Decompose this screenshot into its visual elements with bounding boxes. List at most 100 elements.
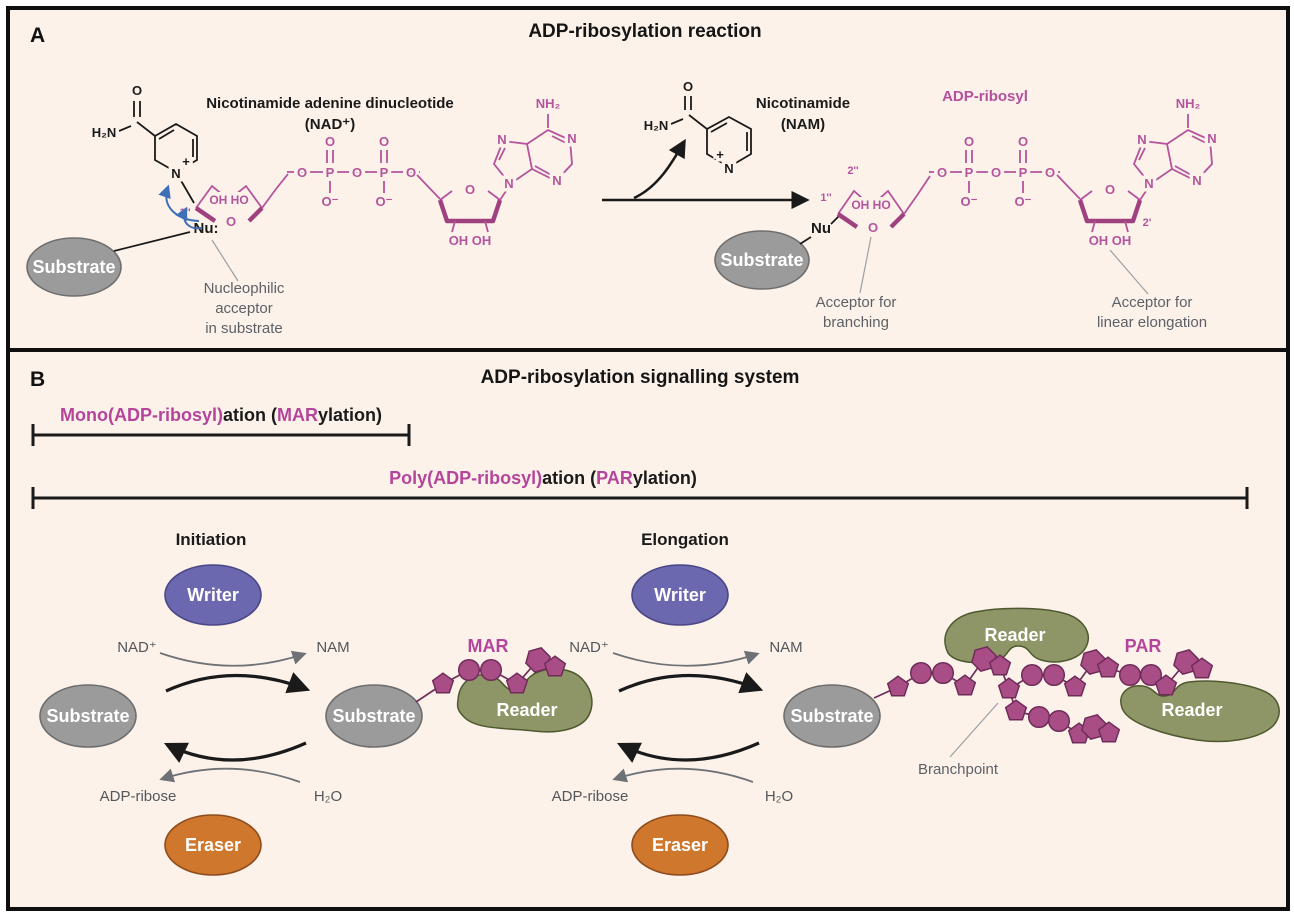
nicotinamide-moiety: O H₂N N + — [88, 80, 198, 204]
product-chain-o2: O — [991, 165, 1001, 180]
product-adenine-n3: N — [1192, 173, 1201, 188]
nad-adenine: NH₂ N N N N — [492, 93, 580, 201]
nucleophilic-attack-arrows — [158, 184, 202, 230]
writer-label: Writer — [654, 585, 706, 605]
linear-elongation-note: Acceptor for linear elongation — [1097, 249, 1207, 331]
product-adenine-n1: N — [1207, 131, 1216, 146]
par-chain-label: PAR — [1125, 636, 1162, 656]
ribose1-oh-ho: OH HO — [209, 193, 248, 207]
adenine-nh2: NH₂ — [536, 96, 561, 111]
product-chain-o3: O — [1045, 165, 1055, 180]
note-linear-2: linear elongation — [1097, 314, 1207, 331]
product-p2-double-o: O — [1018, 134, 1028, 149]
reader-label: Reader — [1161, 700, 1222, 720]
reader-label: Reader — [984, 625, 1045, 645]
eraser-label: Eraser — [185, 835, 241, 855]
eraser-label: Eraser — [652, 835, 708, 855]
adp-ribose-label: ADP-ribose — [552, 788, 629, 805]
adenine-n9: N — [504, 176, 513, 191]
par-label-part3: PAR — [596, 468, 633, 488]
note-branching-2: branching — [823, 314, 889, 331]
substrate-node-left: Substrate — [39, 684, 137, 748]
branching-note: Acceptor for branching — [816, 236, 897, 331]
panel-a: A ADP-ribosylation reaction Nicotinamide… — [10, 10, 1286, 352]
ribose2-ring-o: O — [465, 182, 475, 197]
writer-node-initiation: Writer — [164, 564, 262, 626]
branchpoint-label: Branchpoint — [918, 761, 999, 778]
substrate-node-right: Substrate — [783, 684, 881, 748]
par-label-part1: Poly(ADP-ribosyl) — [389, 468, 542, 488]
note-nucleophilic-3: in substrate — [205, 320, 283, 337]
nad-diphosphate: O P O P O O O O⁻ O⁻ — [261, 131, 441, 213]
mar-label-part3: MAR — [277, 405, 318, 425]
chain-p-1: P — [326, 165, 335, 180]
par-label-part2: ation ( — [542, 468, 596, 488]
adp-ribose-chains — [415, 646, 1214, 744]
panel-a-canvas: A ADP-ribosylation reaction Nicotinamide… — [26, 21, 1220, 337]
product-structure: ADP-ribosyl Substrate Nu O OH HO 1'' 2''… — [714, 88, 1220, 290]
nu-label-product: Nu — [811, 220, 831, 237]
product-ribose2-o: O — [1105, 182, 1115, 197]
nam-amide-o: O — [683, 79, 693, 94]
substrate-label: Substrate — [790, 706, 873, 726]
ribose1-ring-o: O — [226, 214, 236, 229]
product-pos2p: 2' — [1143, 217, 1152, 229]
mar-chain-label: MAR — [468, 636, 509, 656]
panel-b-canvas: B ADP-ribosylation signalling system Mon… — [30, 367, 1280, 876]
substrate-label-product: Substrate — [720, 250, 803, 270]
nam-name-line1: Nicotinamide — [756, 95, 850, 112]
par-bracket: Poly(ADP-ribosyl)ation (PARylation) — [31, 468, 1249, 509]
adp-ribose-label: ADP-ribose — [100, 788, 177, 805]
panel-a-label: A — [30, 24, 45, 47]
pyridine-n-charge: + — [182, 154, 190, 169]
note-branching-1: Acceptor for — [816, 294, 897, 311]
amide-h2n: H₂N — [92, 125, 117, 140]
writer-label: Writer — [187, 585, 239, 605]
nam-label: NAM — [769, 639, 802, 656]
adenine-n3: N — [552, 173, 561, 188]
nad-name-line1: Nicotinamide adenine dinucleotide — [206, 95, 454, 112]
product-adenine-nh2: NH₂ — [1176, 96, 1201, 111]
p2-double-o: O — [379, 134, 389, 149]
nad-label: NAD⁺ — [117, 639, 157, 656]
nam-molecule: Nicotinamide (NAM) O H₂N N + — [640, 76, 850, 180]
writer-node-elongation: Writer — [631, 564, 729, 626]
step-elongation: Elongation — [641, 530, 729, 549]
eraser-node-initiation: Eraser — [164, 814, 262, 876]
amide-oxygen: O — [132, 83, 142, 98]
nam-label: NAM — [316, 639, 349, 656]
h2o-label: H₂O — [765, 788, 793, 805]
cycle-initiation: NAD⁺ NAM ADP-ribose H₂O — [100, 639, 350, 805]
product-chain-p1: P — [965, 165, 974, 180]
product-pos1: 1'' — [820, 192, 832, 204]
product-p1-o-minus: O⁻ — [961, 194, 978, 209]
product-adenine-n7: N — [1137, 132, 1146, 147]
mar-label-part2: ation ( — [223, 405, 277, 425]
figure-frame: A ADP-ribosylation reaction Nicotinamide… — [6, 6, 1290, 911]
mar-label-part1: Mono(ADP-ribosyl) — [60, 405, 223, 425]
nucleophilic-note: Nucleophilic acceptor in substrate — [204, 239, 285, 337]
reader-label: Reader — [496, 700, 557, 720]
ribose2-oh-oh: OH OH — [449, 233, 492, 248]
substrate-node-nad: Substrate Nu: — [26, 220, 219, 297]
product-chain-p2: P — [1019, 165, 1028, 180]
mar-bracket: Mono(ADP-ribosyl)ation (MARylation) — [31, 405, 411, 446]
substrate-label: Substrate — [32, 257, 115, 277]
nad-label: NAD⁺ — [569, 639, 609, 656]
nad-ribose-2: O OH OH — [437, 179, 503, 252]
eraser-node-elongation: Eraser — [631, 814, 729, 876]
product-name: ADP-ribosyl — [942, 88, 1028, 105]
par-label-part4: ylation) — [633, 468, 697, 488]
chain-o-3: O — [406, 165, 416, 180]
note-nucleophilic-2: acceptor — [215, 300, 273, 317]
reader-blob-mar: Reader — [456, 668, 593, 733]
substrate-node-middle: Substrate — [325, 684, 423, 748]
p1-double-o: O — [325, 134, 335, 149]
note-linear-1: Acceptor for — [1112, 294, 1193, 311]
pyridine-n: N — [171, 166, 180, 181]
product-oh-oh: OH OH — [1089, 233, 1132, 248]
branchpoint-note: Branchpoint — [918, 702, 999, 778]
nad-ribose-1: O OH HO 1'' — [179, 184, 264, 233]
chain-o-1: O — [297, 165, 307, 180]
h2o-label: H₂O — [314, 788, 342, 805]
